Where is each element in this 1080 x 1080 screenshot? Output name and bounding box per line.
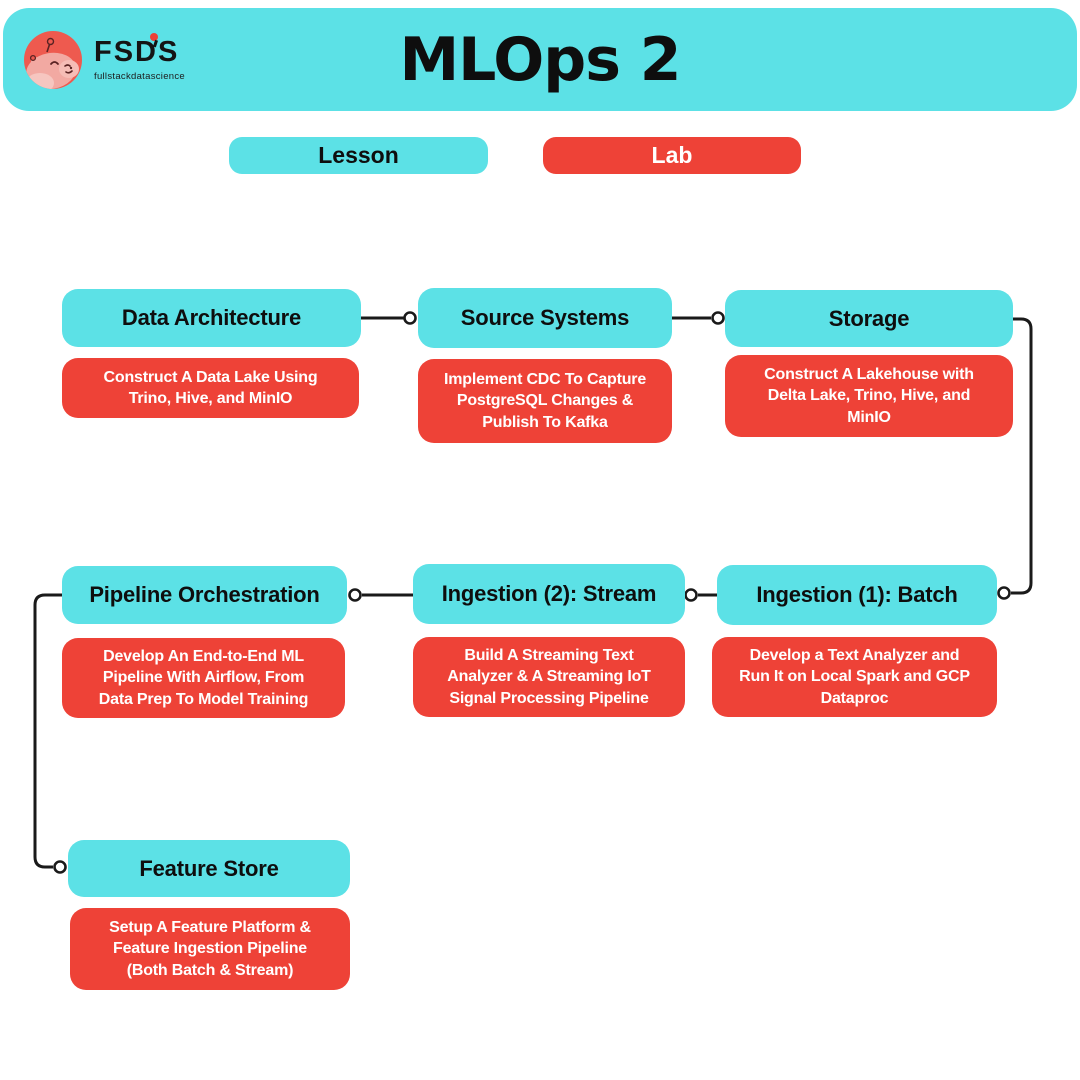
connector-endpoint-feature-store: [53, 860, 67, 874]
lesson-node-feature-store: Feature Store: [68, 840, 350, 897]
connector-endpoint-ingestion-batch: [997, 586, 1011, 600]
lab-card-data-architecture: Construct A Data Lake Using Trino, Hive,…: [62, 358, 359, 418]
lab-card-ingestion-1-batch: Develop a Text Analyzer and Run It on Lo…: [712, 637, 997, 717]
page-title: MLOps 2: [399, 24, 681, 95]
connector-endpoint-ingestion-stream: [684, 588, 698, 602]
lab-card-source-systems: Implement CDC To Capture PostgreSQL Chan…: [418, 359, 672, 443]
connector-endpoint-source-systems: [403, 311, 417, 325]
connector-storage-to-ingestion-batch: [1011, 317, 1033, 595]
lab-card-ingestion-2-stream: Build A Streaming Text Analyzer & A Stre…: [413, 637, 685, 717]
lesson-node-data-architecture: Data Architecture: [62, 289, 361, 347]
lab-card-storage: Construct A Lakehouse with Delta Lake, T…: [725, 355, 1013, 437]
header-band: FSDS fullstackdatascience MLOps 2: [3, 8, 1077, 111]
lab-card-feature-store: Setup A Feature Platform & Feature Inges…: [70, 908, 350, 990]
lesson-node-pipeline-orchestration: Pipeline Orchestration: [62, 566, 347, 624]
fsds-logo: FSDS fullstackdatascience: [24, 28, 185, 91]
brand-subtitle: fullstackdatascience: [94, 70, 186, 82]
fsds-logo-icon: [24, 30, 82, 89]
brand-name: FSDS: [94, 35, 180, 68]
connector-endpoint-storage: [711, 311, 725, 325]
lesson-node-storage: Storage: [725, 290, 1013, 347]
legend-lesson-pill: Lesson: [229, 137, 488, 174]
brand-dot-icon: [150, 32, 158, 41]
lesson-node-ingestion-2-stream: Ingestion (2): Stream: [413, 564, 685, 624]
lesson-node-ingestion-1-batch: Ingestion (1): Batch: [717, 565, 997, 625]
connector-endpoint-pipeline-orchestration: [348, 588, 362, 602]
lesson-node-source-systems: Source Systems: [418, 288, 672, 348]
lab-card-pipeline-orchestration: Develop An End-to-End ML Pipeline With A…: [62, 638, 345, 718]
legend-lab-pill: Lab: [543, 137, 801, 174]
connector-pipeline-orchestration-to-feature-store: [33, 593, 62, 869]
